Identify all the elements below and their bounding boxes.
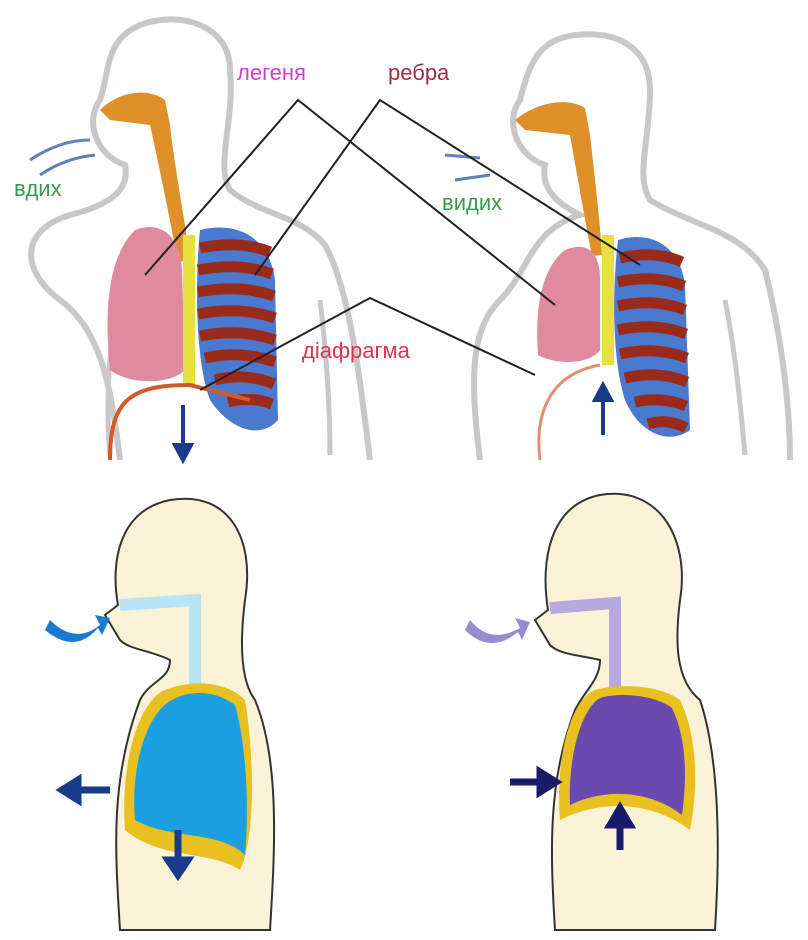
contracted-lung [569,695,685,815]
label-ribs: ребра [388,60,450,85]
pointer-lines [144,98,641,391]
arrow-down-icon [171,405,195,465]
airway [119,593,201,690]
arrow-down-icon [161,830,195,882]
exhale-arrow-icon [465,618,530,644]
arrow-up-icon [591,380,615,435]
label-exhale: видих [442,190,503,215]
airway [515,102,602,256]
left-lung [537,246,600,362]
label-lungs: легеня [237,60,306,85]
diaphragm [537,363,601,461]
arrow-right-icon [510,765,563,799]
airway [549,596,621,690]
expanded-lung [134,693,247,855]
airway [100,92,190,262]
label-inhale: вдих [14,176,62,201]
diaphragm [108,382,251,461]
inhale-arrow-icon [45,615,110,643]
ribs [196,239,277,410]
inhale-figure-side [45,497,276,931]
arrow-left-icon [55,773,110,807]
inhale-figure-front [28,16,373,465]
body-outline [471,31,793,461]
arrow-up-icon [603,801,637,850]
exhale-figure-side [465,492,719,931]
left-lung [107,226,185,382]
exhale-figure-front [444,31,793,461]
ribs [616,249,690,433]
label-diaphragm: діафрагма [302,338,410,363]
inhale-air-icon [29,138,96,177]
body-outline [28,16,373,461]
exhale-air-icon [444,153,491,182]
